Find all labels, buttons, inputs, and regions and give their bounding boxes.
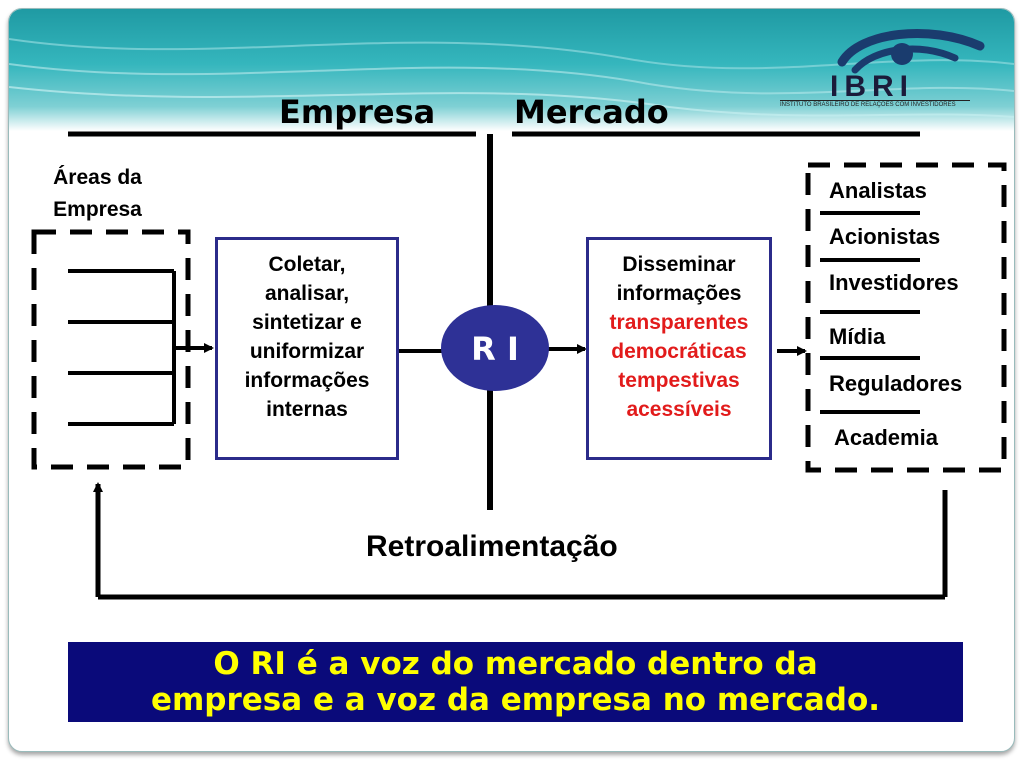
disseminate-highlight: democráticas <box>611 340 747 363</box>
logo-subtitle: INSTITUTO BRASILEIRO DE RELAÇÕES COM INV… <box>780 100 970 108</box>
disseminate-line: informações <box>616 282 742 305</box>
audience-reguladores: Reguladores <box>829 371 963 396</box>
heading-empresa: Empresa <box>279 93 436 131</box>
areas-label-line2: Empresa <box>53 198 142 221</box>
ri-circle: R I <box>441 305 549 391</box>
logo-acronym: IBRI <box>830 70 914 103</box>
collect-line: informações <box>244 369 370 392</box>
audience-academia: Academia <box>834 425 938 450</box>
audience-investidores: Investidores <box>829 270 959 295</box>
ibri-logo <box>837 28 985 74</box>
areas-label-line1: Áreas da <box>53 166 142 189</box>
disseminate-box: Disseminar informações transparentes dem… <box>586 237 772 460</box>
feedback-label: Retroalimentação <box>366 530 618 563</box>
collect-line: analisar, <box>264 282 350 305</box>
areas-dashed-box <box>31 229 191 470</box>
disseminate-highlight: tempestivas <box>618 369 740 392</box>
collect-line: uniformizar <box>249 340 365 363</box>
header-waves <box>9 38 1014 118</box>
conclusion-banner: O RI é a voz do mercado dentro da empres… <box>68 642 963 722</box>
audience-acionistas: Acionistas <box>829 224 941 249</box>
collect-box: Coletar, analisar, sintetizar e uniformi… <box>215 237 399 460</box>
audience-midia: Mídia <box>829 324 886 349</box>
disseminate-highlight: transparentes <box>609 311 749 334</box>
audience-analistas: Analistas <box>829 178 927 203</box>
heading-mercado: Mercado <box>514 93 669 131</box>
areas-label: Áreas da Empresa <box>50 162 145 226</box>
collect-line: Coletar, <box>268 253 346 276</box>
collect-line: internas <box>266 398 348 421</box>
banner-line2: empresa e a voz da empresa no mercado. <box>150 682 881 718</box>
ri-label: R I <box>471 330 519 368</box>
banner-line1: O RI é a voz do mercado dentro da <box>213 646 818 682</box>
audiences-dashed-box <box>805 162 1007 473</box>
disseminate-line: Disseminar <box>622 253 736 276</box>
collect-line: sintetizar e <box>252 311 362 334</box>
header-band <box>9 9 1014 131</box>
disseminate-highlight: acessíveis <box>626 398 732 421</box>
